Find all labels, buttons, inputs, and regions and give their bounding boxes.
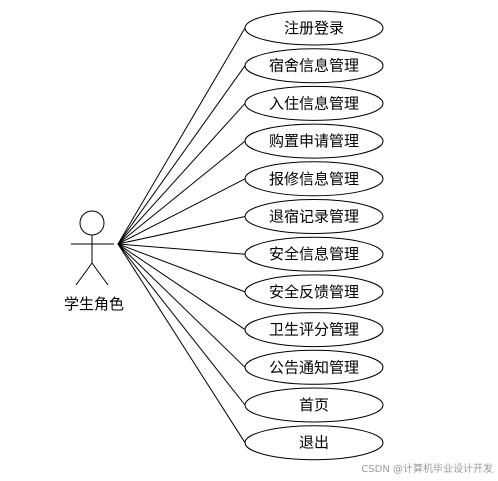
use-case-item: 卫生评分管理 xyxy=(244,312,384,348)
association-line xyxy=(117,178,246,245)
use-case-item: 注册登录 xyxy=(244,10,384,46)
association-line xyxy=(117,243,246,293)
use-case-label: 公告通知管理 xyxy=(269,358,359,376)
use-case-ellipse xyxy=(244,312,384,348)
actor-student: 学生角色 xyxy=(64,210,124,313)
use-case-item: 宿舍信息管理 xyxy=(244,48,384,84)
use-case-label: 报修信息管理 xyxy=(269,170,359,188)
use-case-ellipse xyxy=(244,349,384,385)
stick-figure-icon xyxy=(71,210,114,286)
use-case-label: 购置申请管理 xyxy=(269,132,359,150)
use-case-item: 首页 xyxy=(244,387,384,423)
use-case-label: 入住信息管理 xyxy=(269,94,359,112)
use-case-label: 安全反馈管理 xyxy=(269,283,359,301)
use-case-ellipse xyxy=(244,274,384,310)
use-case-ellipse xyxy=(244,10,384,46)
use-case-ellipse xyxy=(244,161,384,197)
use-case-ellipse xyxy=(244,85,384,121)
use-case-item: 安全信息管理 xyxy=(244,236,384,272)
actor-left-leg xyxy=(75,262,93,286)
use-case-label: 卫生评分管理 xyxy=(269,321,359,339)
use-case-label: 首页 xyxy=(299,396,329,414)
watermark: CSDN @计算机毕业设计开发 xyxy=(361,462,493,475)
association-line xyxy=(117,103,246,245)
use-case-ellipse xyxy=(244,425,384,461)
association-line xyxy=(117,243,246,368)
use-case-ellipse xyxy=(244,123,384,159)
association-line xyxy=(117,27,246,245)
use-case-ellipse xyxy=(244,199,384,234)
association-lines xyxy=(117,27,246,443)
association-line xyxy=(117,243,246,443)
use-case-item: 退宿记录管理 xyxy=(244,199,384,234)
association-line xyxy=(117,216,246,245)
use-case-item: 公告通知管理 xyxy=(244,349,384,385)
use-case-label: 注册登录 xyxy=(284,19,344,37)
actor-label: 学生角色 xyxy=(64,295,124,313)
use-case-item: 安全反馈管理 xyxy=(244,274,384,310)
use-case-ellipse xyxy=(244,48,384,84)
use-case-label: 退出 xyxy=(299,434,329,452)
association-line xyxy=(117,243,246,255)
use-case-list: 注册登录宿舍信息管理入住信息管理购置申请管理报修信息管理退宿记录管理安全信息管理… xyxy=(244,10,384,461)
use-case-item: 购置申请管理 xyxy=(244,123,384,159)
use-case-item: 退出 xyxy=(244,425,384,461)
actor-right-leg xyxy=(91,262,109,286)
actor-head xyxy=(79,210,105,236)
use-case-ellipse xyxy=(244,236,384,272)
association-line xyxy=(117,243,246,331)
use-case-label: 安全信息管理 xyxy=(269,245,359,263)
use-case-item: 入住信息管理 xyxy=(244,85,384,121)
use-case-label: 宿舍信息管理 xyxy=(269,57,359,75)
use-case-label: 退宿记录管理 xyxy=(269,208,359,226)
association-line xyxy=(117,65,246,245)
use-case-item: 报修信息管理 xyxy=(244,161,384,197)
association-line xyxy=(117,243,246,406)
association-line xyxy=(117,140,246,245)
use-case-ellipse xyxy=(244,387,384,423)
